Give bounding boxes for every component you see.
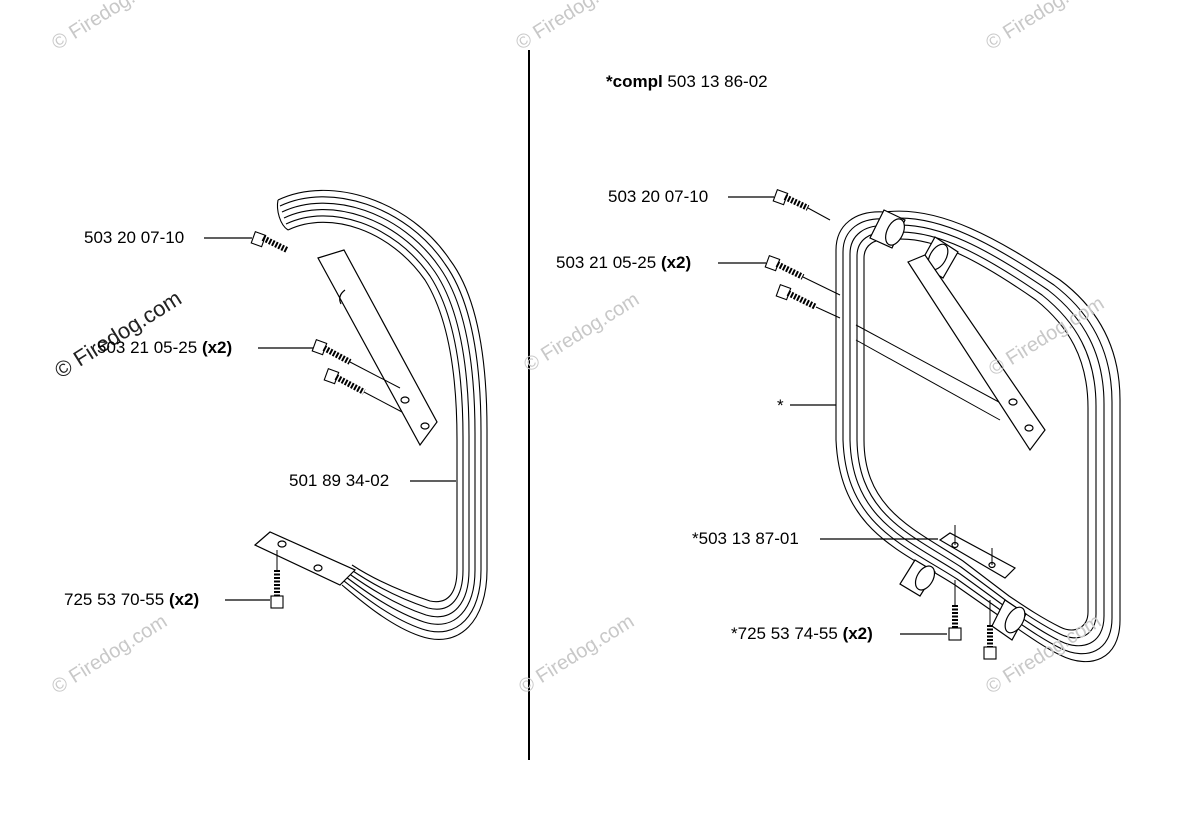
left-bolt-mid-2-icon [323, 367, 403, 413]
right-bolt-mid-2-icon [775, 283, 841, 319]
left-upper-strap [317, 249, 438, 447]
right-bolt-bottom-2-icon [983, 600, 997, 660]
right-leader-lines [718, 196, 947, 635]
left-bolt-bottom-icon [270, 550, 284, 609]
right-handle-frame [835, 210, 1121, 663]
label-right-plate: *503 13 87-01 [692, 529, 799, 548]
label-left-bolt-mid: 503 21 05-25 (x2) [97, 338, 233, 357]
label-right-bolt-top: 503 20 07-10 [608, 187, 709, 206]
left-lower-strap [253, 531, 357, 586]
right-sleeves [869, 209, 1027, 641]
right-plate [938, 525, 1016, 579]
right-crossbar [855, 324, 1011, 421]
right-bolt-top-icon [772, 188, 831, 221]
label-right-bolt-mid: 503 21 05-25 (x2) [556, 253, 692, 272]
left-leader-lines [204, 237, 456, 601]
left-bolt-mid-1-icon [311, 338, 401, 389]
right-bolt-mid-1-icon [764, 254, 841, 296]
label-right-star: * [777, 396, 784, 415]
right-bolt-bottom-1-icon [948, 580, 962, 641]
label-left-frame: 501 89 34-02 [289, 471, 390, 490]
label-right-bolt-bottom: *725 53 74-55 (x2) [731, 624, 873, 643]
label-left-bolt-top: 503 20 07-10 [84, 228, 185, 247]
label-compl: *compl 503 13 86-02 [606, 72, 768, 91]
left-handle-frame [276, 189, 488, 640]
label-left-bolt-bottom: 725 53 70-55 (x2) [64, 590, 200, 609]
right-upper-strap [907, 254, 1046, 452]
left-bolt-top-icon [250, 230, 289, 253]
